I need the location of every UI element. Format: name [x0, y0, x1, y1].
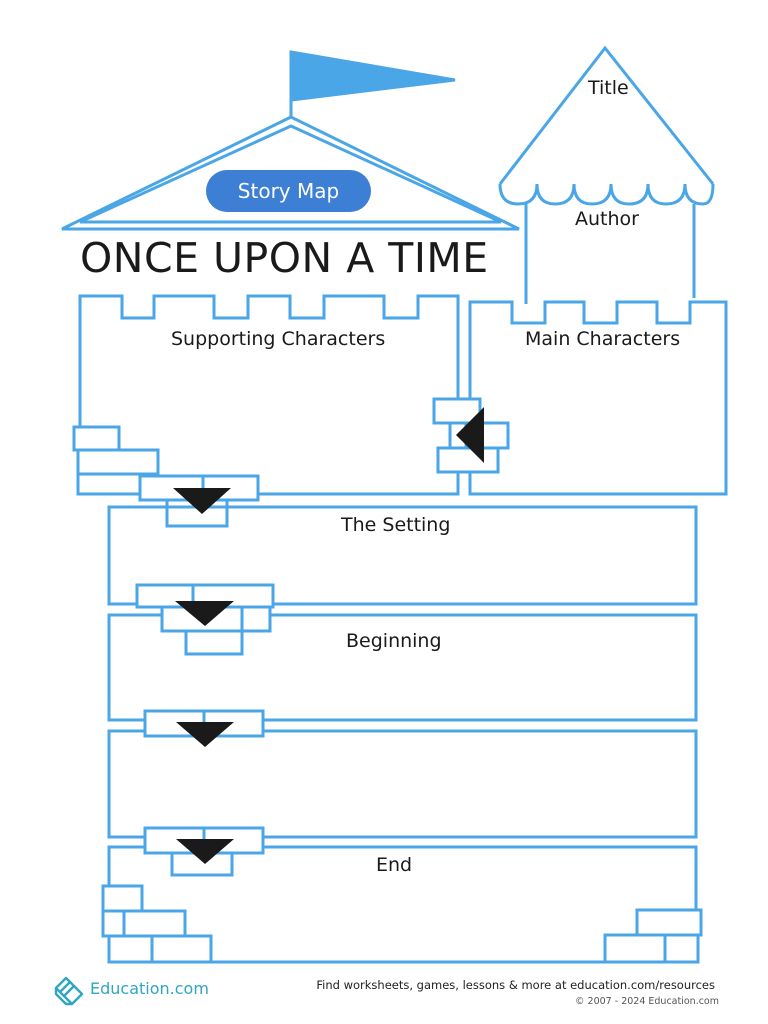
bricks-left-upper — [72, 425, 260, 528]
down-arrow-icon — [176, 839, 234, 864]
down-arrow-icon — [175, 601, 234, 626]
main-characters-label: Main Characters — [525, 328, 681, 350]
setting-label: The Setting — [341, 514, 451, 536]
beginning-label: Beginning — [346, 630, 442, 652]
down-arrow-icon — [176, 722, 234, 747]
supporting-characters-label: Supporting Characters — [171, 328, 386, 350]
brand-name: Education.com — [90, 979, 209, 998]
main-characters-box — [468, 300, 728, 496]
middle-box — [107, 729, 698, 839]
bricks-setting-beginning — [135, 583, 275, 656]
tower — [498, 45, 715, 304]
bricks-end-right — [603, 908, 703, 964]
flag-icon — [289, 50, 456, 118]
brand-logo[interactable]: Education.com — [52, 972, 209, 1006]
tower-title-label: Title — [588, 77, 629, 99]
main-roof — [61, 115, 520, 231]
beginning-box — [107, 613, 698, 722]
down-arrow-icon — [173, 488, 231, 514]
left-arrow-icon — [456, 407, 484, 463]
bricks-middle — [432, 397, 510, 474]
footer-note: Find worksheets, games, lessons & more a… — [316, 978, 715, 992]
setting-box — [107, 505, 698, 606]
story-map-badge: Story Map — [206, 170, 371, 212]
end-label: End — [376, 854, 413, 876]
tower-author-label: Author — [575, 208, 639, 230]
education-logo-icon — [54, 976, 84, 1006]
supporting-characters-box — [78, 294, 460, 496]
bricks-end-left — [101, 884, 213, 964]
page-title: ONCE UPON A TIME — [80, 234, 489, 282]
copyright: © 2007 - 2024 Education.com — [575, 996, 719, 1007]
